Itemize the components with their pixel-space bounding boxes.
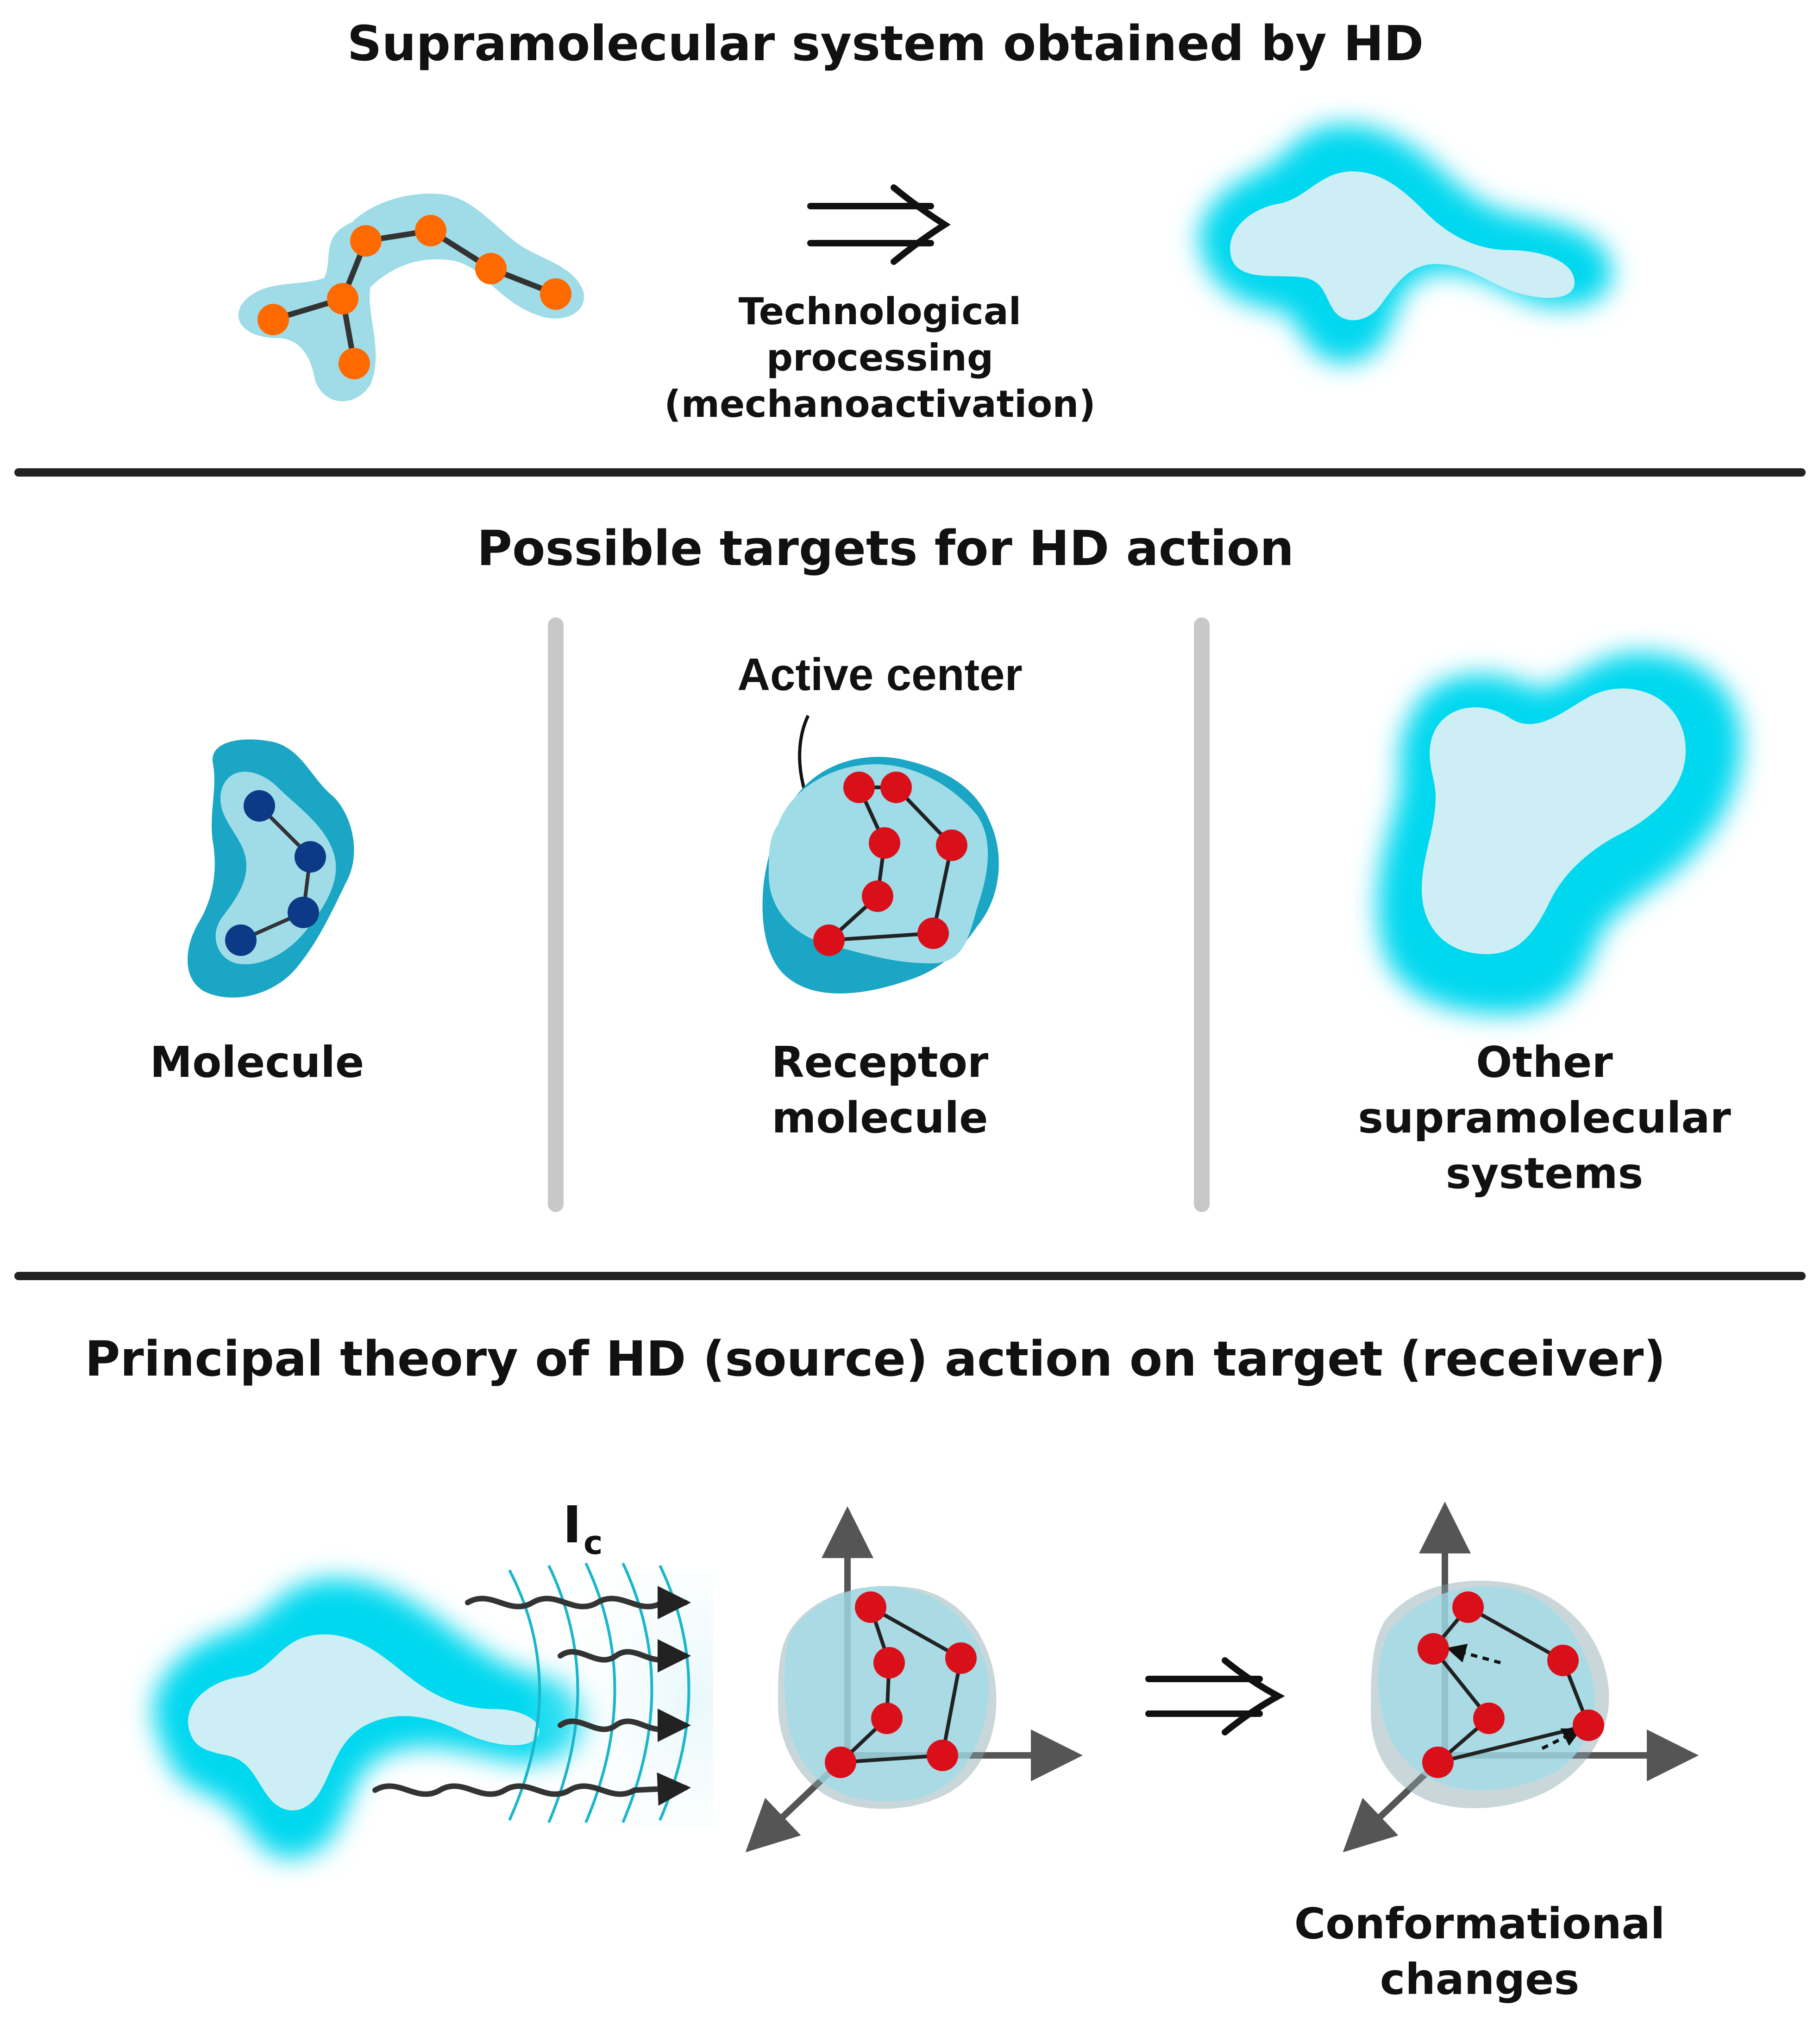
red-atoms (813, 772, 967, 956)
light-blob (769, 764, 988, 963)
atom (540, 278, 571, 310)
wave-field: I c (372, 1495, 713, 1829)
atom (825, 1747, 856, 1778)
intensity-symbol: I (563, 1495, 582, 1554)
navy-atoms (225, 790, 326, 956)
result-label-line1: Conformational (1294, 1899, 1665, 1949)
implies-arrow-icon (1145, 1657, 1285, 1735)
atom (475, 253, 507, 284)
receptor-molecule (762, 757, 999, 993)
atom (880, 772, 912, 803)
atom (225, 924, 257, 956)
process-label-line1: Technological (739, 290, 1021, 333)
atom (1422, 1747, 1454, 1778)
atom (862, 880, 893, 912)
intensity-subscript: c (584, 1524, 603, 1562)
atom (813, 924, 845, 956)
atom (1418, 1633, 1449, 1665)
atom (871, 1703, 903, 1734)
atom (936, 830, 967, 861)
atom (945, 1642, 977, 1674)
glowing-supramolecular-system-other (1377, 653, 1741, 1014)
pale-core (1230, 171, 1575, 321)
atom (855, 1591, 886, 1623)
pale-core (188, 1634, 540, 1811)
atom (295, 841, 326, 873)
orange-chain-molecule (238, 194, 584, 402)
atom (1573, 1710, 1604, 1741)
glowing-source-system (153, 1578, 586, 1859)
atom (339, 348, 370, 379)
atom (873, 1647, 905, 1679)
red-atoms (1418, 1591, 1604, 1778)
section3-title: Principal theory of HD (source) action o… (85, 1331, 1666, 1387)
displacement-arrows (1446, 1643, 1582, 1750)
atom (244, 790, 275, 822)
atom (1547, 1645, 1579, 1676)
wavy-signal-arrows (372, 1586, 691, 1806)
atom (869, 827, 900, 859)
navy-molecule (188, 739, 354, 998)
receiver-before (745, 1506, 1083, 1853)
atom (350, 225, 382, 257)
atom (917, 918, 949, 949)
red-atoms (825, 1591, 977, 1778)
implies-arrow-icon (807, 184, 951, 265)
process-label-line2: processing (766, 336, 993, 379)
pale-core (1422, 688, 1686, 954)
chain-blob (238, 194, 584, 402)
atom (257, 304, 289, 335)
receptor-label-line2: molecule (772, 1093, 988, 1143)
atom (1452, 1591, 1484, 1623)
active-center-label: Active center (737, 649, 1023, 700)
section1-title: Supramolecular system obtained by HD (347, 15, 1424, 72)
atom (927, 1740, 958, 1771)
receptor-label-line1: Receptor (772, 1037, 989, 1087)
atom (415, 215, 446, 246)
process-label-line3: (mechanoactivation) (664, 383, 1096, 426)
atom (1473, 1703, 1505, 1734)
atom (843, 772, 875, 803)
atom (327, 283, 358, 314)
receiver-after (1343, 1502, 1699, 1853)
wavefront-arcs (508, 1562, 690, 1823)
other-label-line2: supramolecular (1358, 1093, 1731, 1143)
other-label-line1: Other (1476, 1037, 1613, 1087)
section2-title: Possible targets for HD action (477, 520, 1294, 577)
atom (288, 897, 319, 928)
result-label-line2: changes (1380, 1955, 1580, 2004)
other-label-line3: systems (1446, 1149, 1644, 1198)
molecule-label: Molecule (150, 1037, 364, 1087)
glowing-supramolecular-system-top (1199, 124, 1612, 364)
orange-atoms (257, 215, 571, 379)
